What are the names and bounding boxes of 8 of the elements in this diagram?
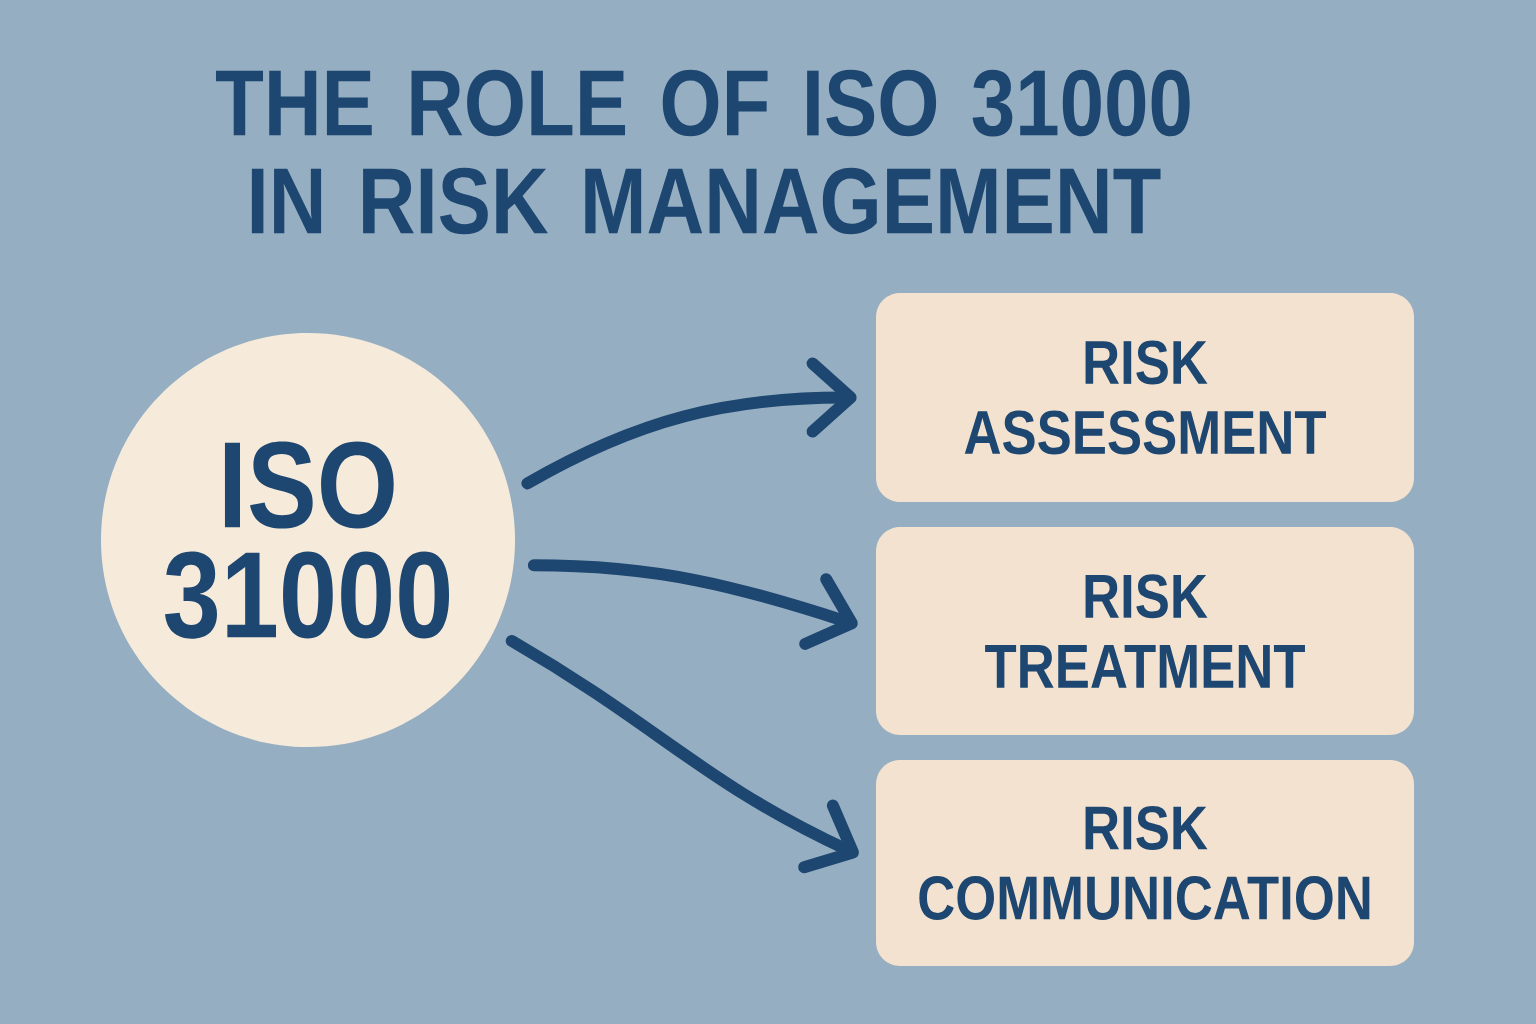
process-box: RISK COMMUNICATION — [876, 760, 1414, 966]
process-box: RISK TREATMENT — [876, 527, 1414, 735]
circle-node: ISO 31000 — [101, 333, 515, 747]
arrow — [521, 357, 857, 490]
arrow — [527, 559, 858, 650]
title: THE ROLE OF ISO 31000 IN RISK MANAGEMENT — [216, 69, 1190, 235]
arrow — [505, 634, 859, 874]
process-box: RISK ASSESSMENT — [876, 293, 1414, 502]
